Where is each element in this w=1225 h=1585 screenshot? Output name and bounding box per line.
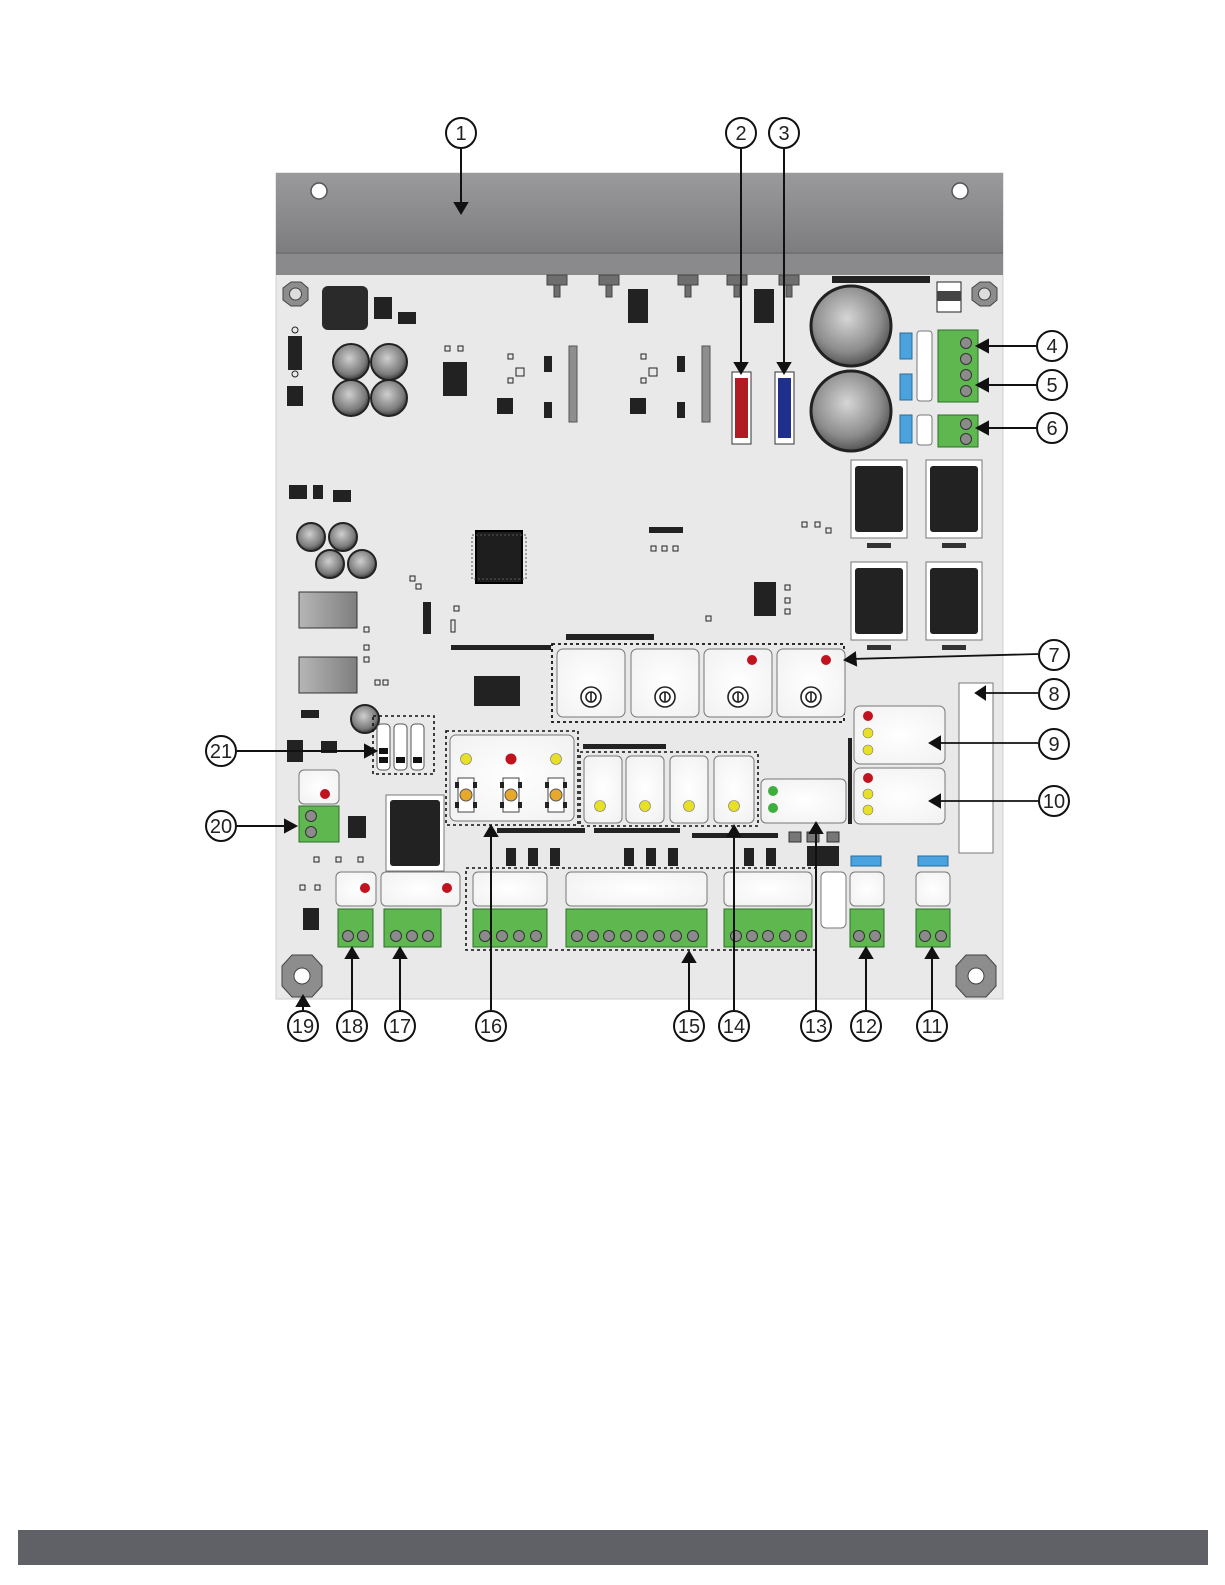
callout-15: 15 [678, 1016, 700, 1038]
callout-19: 19 [292, 1016, 314, 1038]
vertical-connector [959, 683, 993, 853]
large-capacitor-2 [811, 371, 891, 451]
terminal-block-4-5 [938, 330, 978, 402]
jumper-group[interactable] [377, 724, 424, 770]
terminal-block-6 [938, 415, 978, 447]
led-panel-9 [854, 706, 945, 764]
callout-2: 2 [735, 123, 746, 145]
callout-6: 6 [1046, 418, 1057, 440]
callout-14: 14 [723, 1016, 745, 1038]
terminal-block-12 [850, 909, 884, 947]
callout-13: 13 [805, 1016, 827, 1038]
callout-3: 3 [778, 123, 789, 145]
terminal-block-20 [299, 806, 339, 842]
terminal-block-11 [916, 909, 950, 947]
led-panel-10 [854, 768, 945, 824]
terminal-block-15b [566, 909, 707, 947]
callout-11: 11 [922, 1016, 943, 1038]
large-capacitor-1 [811, 286, 891, 366]
terminal-block-15c [724, 909, 812, 947]
callout-4: 4 [1046, 336, 1057, 358]
callout-20: 20 [210, 816, 232, 838]
callout-16: 16 [480, 1016, 502, 1038]
standoff-bottom-right [956, 955, 996, 997]
green-led-panel [761, 779, 846, 823]
callout-1: 1 [455, 123, 466, 145]
terminal-block-17 [384, 909, 441, 947]
callout-7: 7 [1048, 645, 1059, 667]
terminal-block-18 [338, 909, 373, 947]
callout-18: 18 [341, 1016, 363, 1038]
footer-bar [18, 1530, 1208, 1565]
callout-12: 12 [855, 1016, 877, 1038]
terminal-block-15a [473, 909, 547, 947]
led-red-trimmer-3 [747, 655, 757, 665]
microcontroller-chip [476, 531, 522, 583]
callout-5: 5 [1046, 375, 1057, 397]
standoff-bottom-left [282, 955, 322, 997]
callout-17: 17 [389, 1016, 411, 1038]
callout-8: 8 [1048, 684, 1059, 706]
standoff-top-left [283, 282, 308, 306]
callout-10: 10 [1043, 791, 1065, 813]
callout-9: 9 [1048, 734, 1059, 756]
callout-21: 21 [210, 741, 232, 763]
heatsink [276, 173, 1003, 275]
standoff-top-right [972, 282, 997, 306]
led-red-trimmer-4 [821, 655, 831, 665]
